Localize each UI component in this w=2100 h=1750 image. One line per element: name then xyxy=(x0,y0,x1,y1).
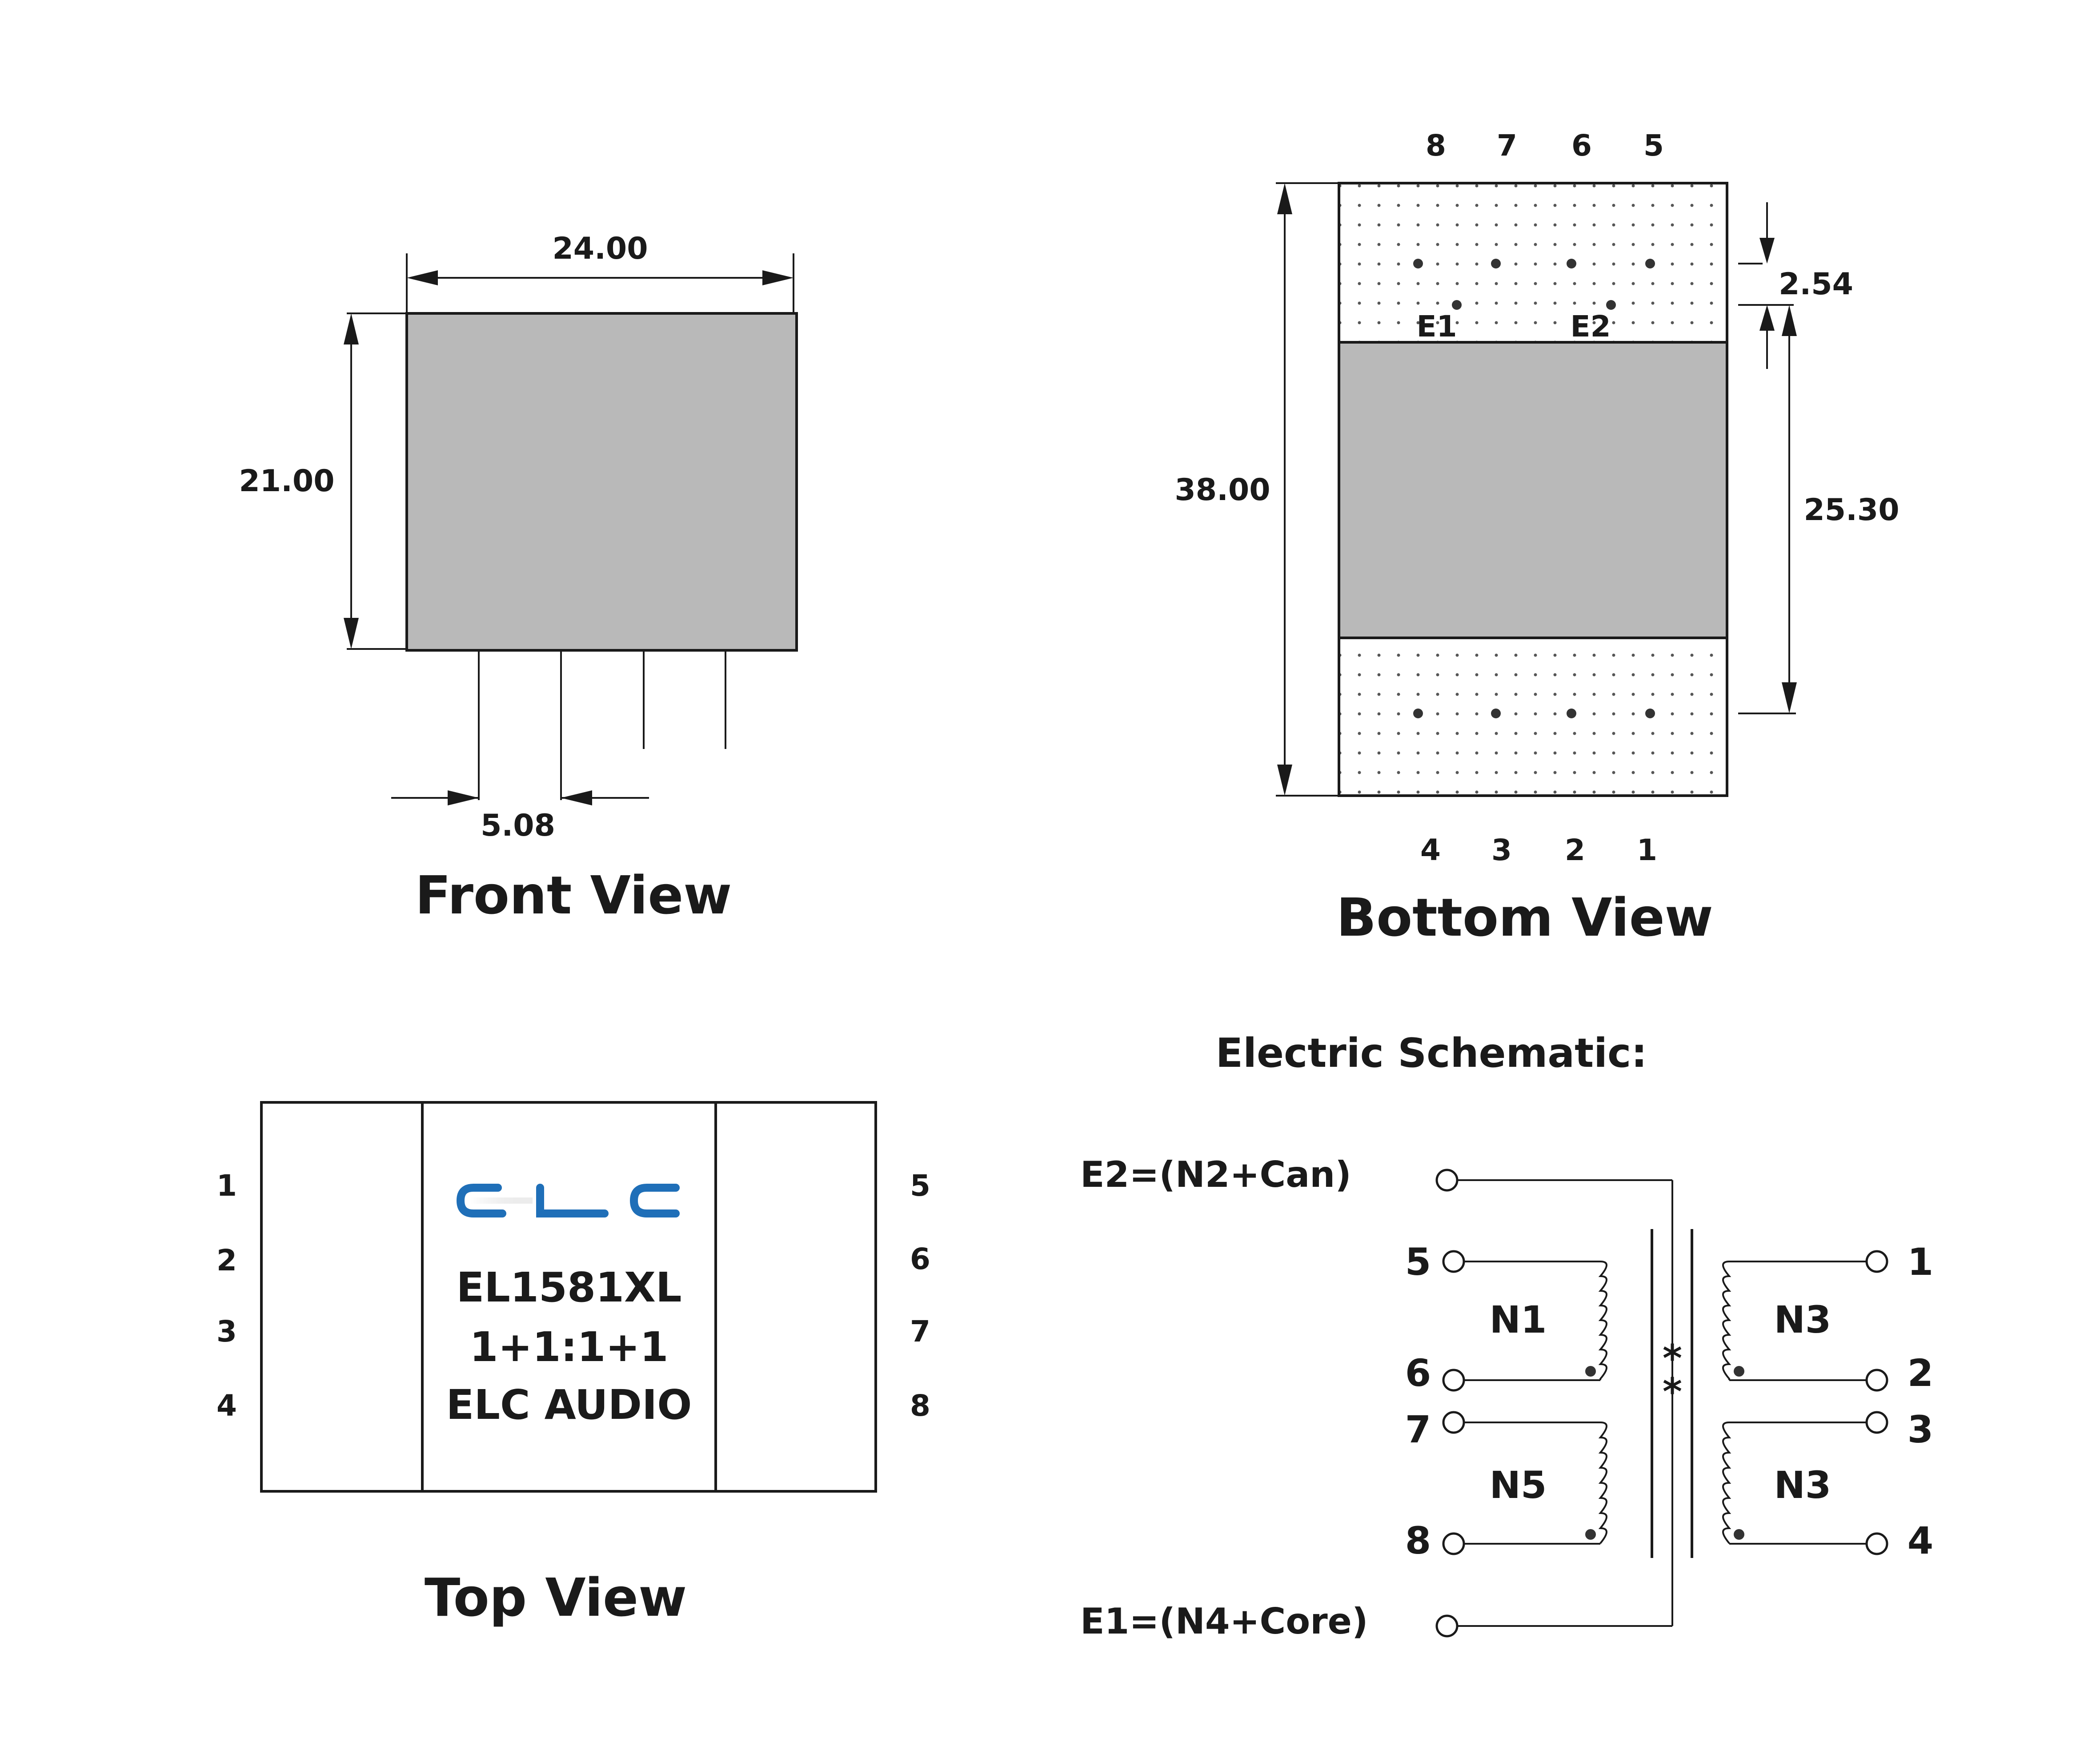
bottom-view: 8 7 6 5 4 3 2 1 E1 E2 38.00 2.54 25.30 B… xyxy=(1174,128,1899,948)
terminal-6 xyxy=(1442,1369,1465,1392)
top-dot-field xyxy=(1340,184,1726,342)
winding-n3-coil xyxy=(1722,1261,1731,1380)
bottom-pin-label: 4 xyxy=(1420,833,1441,867)
height-dimension: 21.00 xyxy=(239,464,334,499)
pad-2 xyxy=(1567,709,1576,718)
front-view: 24.00 21.00 5.08 Front View xyxy=(239,231,798,926)
pad-7 xyxy=(1491,259,1501,268)
bottom-pin-label: 5 xyxy=(1643,128,1664,163)
terminal-2 xyxy=(1865,1369,1888,1392)
elc-logo-icon xyxy=(456,1184,680,1217)
e2-shield-label: E2=(N2+Can) xyxy=(1080,1154,1351,1195)
schematic-pin-label: 6 xyxy=(1405,1351,1431,1395)
polarity-mark: * xyxy=(1663,1370,1682,1414)
bottom-pin-label: 2 xyxy=(1565,833,1585,867)
winding-label: N3 xyxy=(1774,1298,1831,1342)
winding-label: N1 xyxy=(1490,1298,1547,1342)
top-pin-label: 2 xyxy=(216,1243,237,1277)
top-pin-label: 8 xyxy=(910,1389,930,1423)
e2-label: E2 xyxy=(1570,309,1611,344)
length-dimension: 38.00 xyxy=(1174,473,1270,508)
top-pin-label: 5 xyxy=(910,1169,930,1203)
terminal-8 xyxy=(1442,1532,1465,1555)
part-number: EL1581XL xyxy=(456,1264,681,1311)
bottom-view-title: Bottom View xyxy=(1336,887,1713,948)
top-pin-label: 7 xyxy=(910,1314,930,1349)
terminal-1 xyxy=(1865,1250,1888,1273)
row-spacing-dimension: 25.30 xyxy=(1803,493,1899,528)
pad-e2 xyxy=(1606,300,1616,310)
front-view-title: Front View xyxy=(415,865,732,926)
top-view: EL1581XL 1+1:1+1 ELC AUDIO 1 2 3 4 5 6 7… xyxy=(216,1101,930,1628)
schematic-pin-label: 5 xyxy=(1405,1240,1431,1284)
pad-e1 xyxy=(1452,300,1462,310)
bottom-pin-label: 8 xyxy=(1426,128,1446,163)
schematic-pin-label: 2 xyxy=(1908,1351,1933,1395)
bottom-pin-label: 1 xyxy=(1637,833,1657,867)
bottom-pin-label: 7 xyxy=(1497,128,1517,163)
schematic-pin-label: 3 xyxy=(1908,1408,1933,1451)
pad-4 xyxy=(1413,709,1423,718)
bottom-pin-label: 3 xyxy=(1491,833,1512,867)
e1-core-label: E1=(N4+Core) xyxy=(1080,1601,1368,1642)
front-body xyxy=(405,312,798,652)
pitch-dimension: 5.08 xyxy=(481,808,555,843)
schematic-pin-label: 8 xyxy=(1405,1519,1431,1562)
bottom-pin-label: 6 xyxy=(1571,128,1592,163)
top-outline xyxy=(260,1101,877,1493)
pad-6 xyxy=(1567,259,1576,268)
top-view-title: Top View xyxy=(425,1567,687,1628)
pad-5 xyxy=(1645,259,1655,268)
winding-n1-coil xyxy=(1598,1261,1607,1380)
turns-ratio: 1+1:1+1 xyxy=(469,1323,668,1371)
top-pin-label: 6 xyxy=(910,1242,930,1276)
winding-n3b-coil xyxy=(1722,1422,1731,1544)
electric-schematic: Electric Schematic: E2=(N2+Can) E1=(N4+C… xyxy=(1080,1030,1933,1642)
width-dimension: 24.00 xyxy=(552,231,648,266)
offset-dimension: 2.54 xyxy=(1779,267,1853,302)
winding-label: N5 xyxy=(1490,1463,1547,1507)
bottom-dot-field xyxy=(1340,638,1726,794)
schematic-pin-label: 7 xyxy=(1405,1408,1431,1451)
winding-n5-coil xyxy=(1598,1422,1607,1544)
schematic-title: Electric Schematic: xyxy=(1216,1030,1647,1077)
terminal-5 xyxy=(1442,1250,1465,1273)
terminal-3 xyxy=(1865,1411,1888,1434)
brand-name: ELC AUDIO xyxy=(446,1381,692,1429)
pad-1 xyxy=(1645,709,1655,718)
top-pin-label: 3 xyxy=(216,1314,237,1349)
top-pin-label: 4 xyxy=(216,1389,237,1423)
terminal-e1 xyxy=(1435,1614,1459,1638)
pad-3 xyxy=(1491,709,1501,718)
terminal-4 xyxy=(1865,1532,1888,1555)
terminal-7 xyxy=(1442,1411,1465,1434)
schematic-pin-label: 4 xyxy=(1908,1519,1933,1562)
e1-label: E1 xyxy=(1416,309,1457,344)
terminal-e2 xyxy=(1435,1169,1459,1192)
polarity-mark: * xyxy=(1663,1337,1682,1380)
pad-8 xyxy=(1413,259,1423,268)
top-pin-label: 1 xyxy=(216,1169,237,1203)
bottom-core xyxy=(1338,341,1728,639)
winding-label: N3 xyxy=(1774,1463,1831,1507)
schematic-pin-label: 1 xyxy=(1908,1240,1933,1284)
